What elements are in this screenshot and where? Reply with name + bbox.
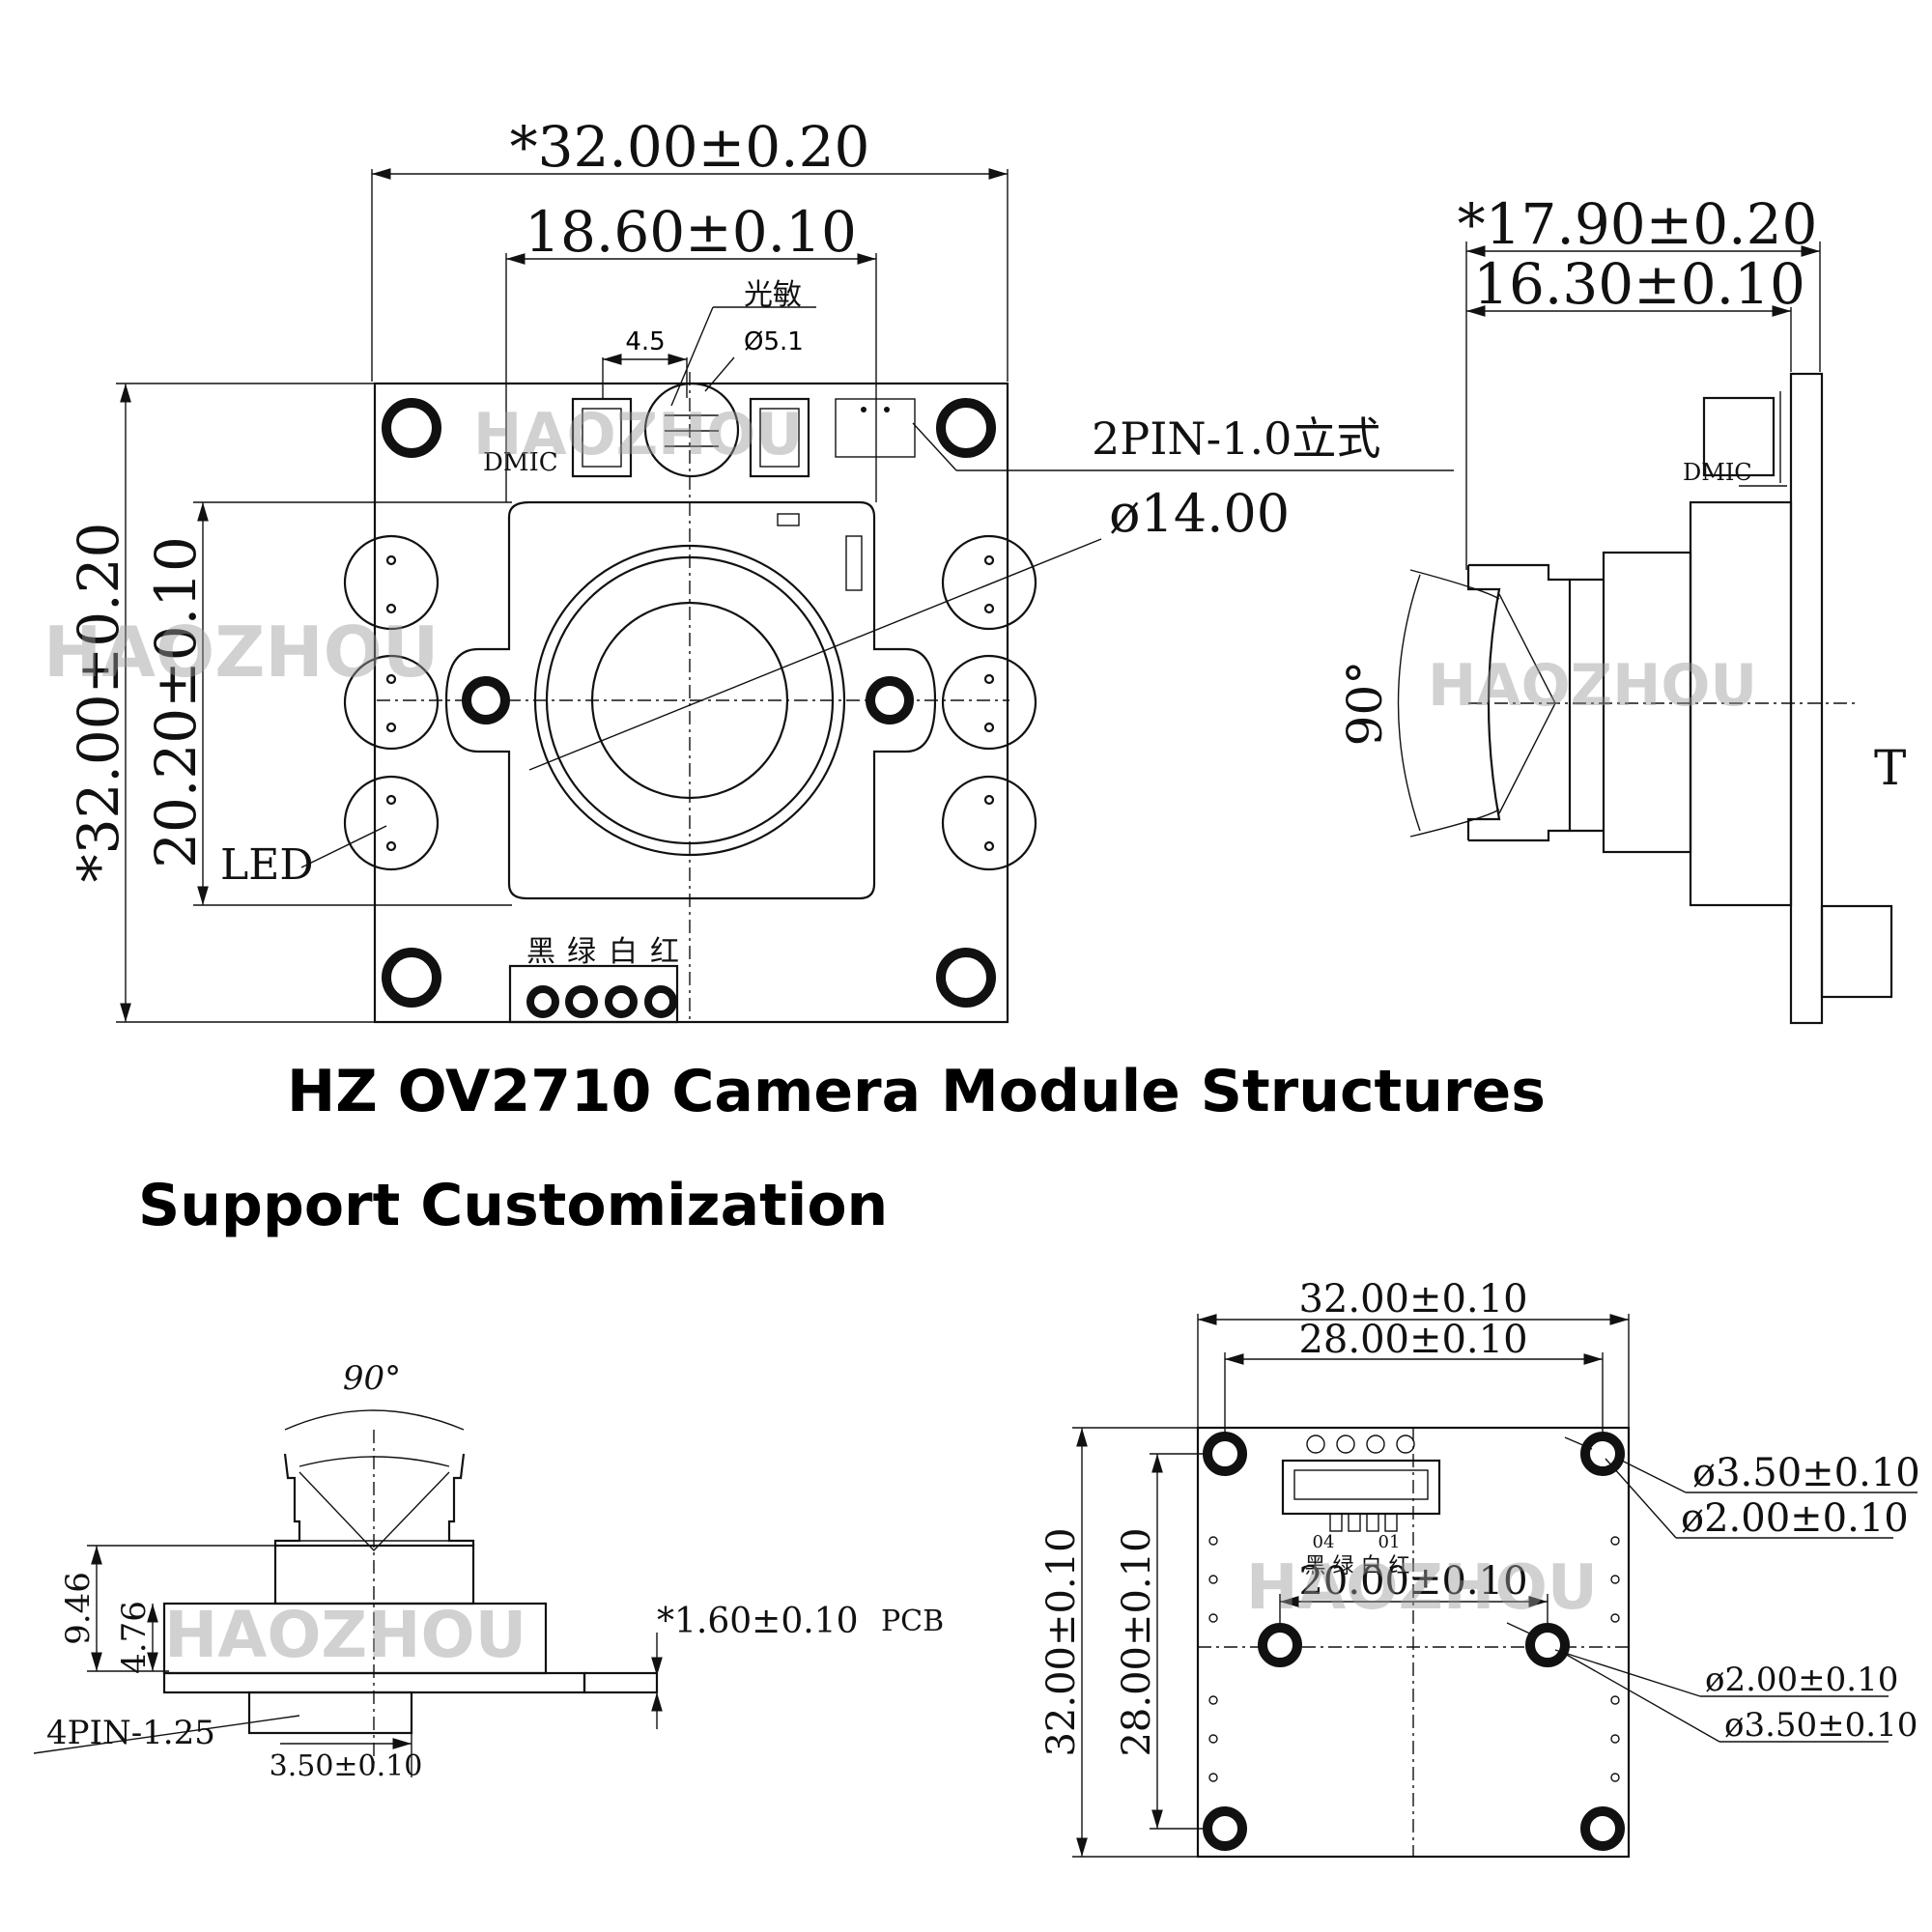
br-hole [1203,1806,1247,1851]
br-hole [1580,1806,1625,1851]
watermark: HAOZHOU [1428,652,1757,720]
br-wire-colors: 黑 绿 白 红 [1305,1554,1410,1578]
svg-text:黑: 黑 [526,935,555,969]
dmic-component [571,397,633,478]
side-fov-label: 90° [1337,661,1393,747]
br-four-pin-connector [1281,1435,1441,1532]
side-edge-mark: T [1874,740,1906,796]
mounting-hole [936,948,996,1008]
mounting-hole [462,676,510,724]
front-height-overall: *32.00±0.20 [66,523,131,883]
dmic-label: DMIC [483,448,558,477]
side-view: *17.90±0.20 16.30±0.10 DMIC 90° T HAOZHO… [1337,191,1906,1025]
br-hole-outer-mid: ø3.50±0.10 [1724,1706,1918,1745]
mounting-hole [936,398,996,458]
watermark: HAOZHOU [473,401,803,469]
side-depth-inner: 16.30±0.10 [1473,251,1805,317]
bl-connector-label: 4PIN-1.25 [46,1714,215,1752]
connector-label: 2PIN-1.0立式 [1092,412,1380,465]
br-hole-inner-mid: ø2.00±0.10 [1705,1661,1898,1699]
bl-fov-label: 90° [343,1359,401,1398]
led-label: LED [220,840,314,890]
br-hole [1203,1432,1247,1476]
watermark: HAOZHOU [1246,1552,1598,1624]
bl-connector-offset: 3.50±0.10 [270,1749,423,1783]
led-array [343,534,1037,871]
br-pin-01: 01 [1378,1532,1401,1552]
br-side-pads [1208,1536,1620,1782]
page-title: HZ OV2710 Camera Module Structures [287,1058,1546,1125]
front-width-overall: *32.00±0.20 [510,114,870,180]
page-subtitle: Support Customization [138,1172,888,1239]
svg-text:红: 红 [650,935,679,969]
mounting-hole [866,676,914,724]
sensor-width-label: 4.5 [625,327,665,356]
bl-pcb-label: PCB [881,1605,944,1638]
svg-text:绿: 绿 [567,935,596,969]
side-dmic-label: DMIC [1683,459,1752,486]
lens-diameter-label: ø14.00 [1109,483,1290,544]
br-width-overall: 32.00±0.10 [1298,1277,1527,1321]
br-height-holes: 28.00±0.10 [1115,1527,1159,1756]
br-hole-inner-top: ø2.00±0.10 [1681,1496,1909,1541]
two-pin-connector [835,398,916,458]
bottom-right-view: 32.00±0.10 28.00±0.10 32.00±0.10 28.00±0… [1039,1277,1920,1859]
bottom-left-view: 90° 9.46 4.76 *1.60±0.10 PCB 4PIN-1.25 3… [33,1359,944,1783]
br-hole-outer-top: ø3.50±0.10 [1692,1451,1920,1495]
mounting-hole [382,948,441,1008]
bl-height-overall: 9.46 [59,1572,98,1645]
wire-pads [526,985,677,1018]
bl-height-inner: 4.76 [115,1601,154,1674]
front-view: *32.00±0.20 18.60±0.10 *32.00±0.20 20.20… [43,114,1454,1024]
watermark: HAOZHOU [164,1598,526,1672]
watermark: HAOZHOU [43,611,439,693]
br-hole [1525,1623,1570,1667]
front-height-inner: 20.20±0.10 [143,536,209,868]
br-pin-04: 04 [1313,1532,1335,1552]
photosensitive-dia-label: Ø5.1 [744,327,804,356]
br-hole [1258,1623,1302,1667]
br-center-holes: 20.00±0.10 [1298,1559,1527,1604]
side-depth-overall: *17.90±0.20 [1458,191,1818,257]
br-height-overall: 32.00±0.10 [1039,1527,1084,1756]
photosensitive-label: 光敏 [744,278,802,312]
mounting-hole [382,398,441,458]
svg-text:白: 白 [609,935,638,969]
br-hole [1580,1432,1625,1476]
bl-pcb-thickness: *1.60±0.10 [657,1602,858,1641]
wire-color-labels: 黑 绿 白 红 [526,935,679,969]
photosensitive-sensor [643,382,740,478]
front-width-inner: 18.60±0.10 [525,199,857,265]
br-width-holes: 28.00±0.10 [1298,1318,1527,1362]
